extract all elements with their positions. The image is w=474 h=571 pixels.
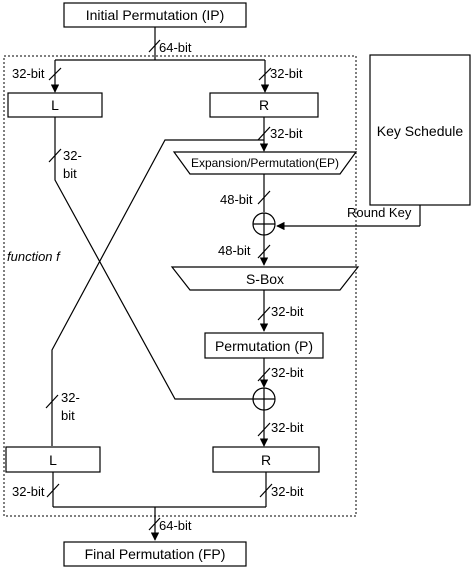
r-to-l-crossing-line bbox=[51, 139, 264, 446]
right-block-top: R bbox=[209, 92, 319, 118]
slash-32-l-cross bbox=[48, 148, 62, 163]
xor-round-key bbox=[252, 212, 276, 236]
left-block-bottom: L bbox=[5, 446, 101, 473]
slash-32-r-ep bbox=[257, 126, 271, 141]
label-64bit-top: 64-bit bbox=[159, 40, 192, 55]
slash-32-top-left bbox=[48, 67, 62, 81]
left-block-top-label: L bbox=[51, 97, 59, 113]
slash-32-bottom-right bbox=[259, 483, 273, 498]
slash-32-xor-r bbox=[257, 422, 271, 437]
key-schedule-box: Key Schedule bbox=[369, 54, 471, 206]
xor-left-half bbox=[252, 387, 276, 411]
round-frame bbox=[3, 55, 357, 517]
label-64bit-bottom: 64-bit bbox=[159, 518, 192, 533]
label-32-lb-b: bit bbox=[61, 408, 75, 423]
label-32bit-xor-r: 32-bit bbox=[271, 420, 304, 435]
slash-32-bottom-left bbox=[46, 483, 60, 498]
label-32bit-bottom-right: 32-bit bbox=[271, 484, 304, 499]
label-32bit-top-right: 32-bit bbox=[270, 66, 303, 81]
right-block-bottom: R bbox=[212, 446, 320, 473]
final-permutation-label: Final Permutation (FP) bbox=[85, 546, 226, 562]
label-32bit-top-left: 32-bit bbox=[12, 66, 45, 81]
label-32bit-bottom-left: 32-bit bbox=[12, 484, 45, 499]
left-block-bottom-label: L bbox=[49, 452, 57, 468]
slash-32-l-bottom bbox=[45, 394, 59, 409]
initial-permutation-box: Initial Permutation (IP) bbox=[63, 2, 247, 28]
slash-32-sbox-p bbox=[257, 306, 271, 321]
sbox-label: S-Box bbox=[246, 271, 284, 287]
permutation-label: Permutation (P) bbox=[215, 338, 313, 354]
label-48bit-b: 48-bit bbox=[218, 243, 251, 258]
label-32-l-cross-b: bit bbox=[63, 166, 77, 181]
permutation-box: Permutation (P) bbox=[204, 332, 324, 359]
slash-48-b bbox=[257, 244, 271, 259]
label-32bit-r-ep: 32-bit bbox=[270, 126, 303, 141]
right-block-top-label: R bbox=[259, 97, 269, 113]
label-32bit-sbox-p: 32-bit bbox=[271, 304, 304, 319]
sbox-box: S-Box bbox=[170, 266, 360, 291]
slash-32-top-right bbox=[258, 67, 272, 81]
right-block-bottom-label: R bbox=[261, 452, 271, 468]
function-f-label: function f bbox=[7, 249, 61, 264]
slash-64-bottom bbox=[148, 517, 161, 531]
slash-64-top bbox=[148, 39, 161, 53]
slash-32-p-xor bbox=[257, 367, 271, 382]
initial-permutation-label: Initial Permutation (IP) bbox=[86, 7, 225, 23]
label-32-l-cross-a: 32- bbox=[63, 148, 82, 163]
key-schedule-label: Key Schedule bbox=[377, 123, 464, 139]
round-key-label: Round Key bbox=[347, 205, 412, 220]
final-permutation-box: Final Permutation (FP) bbox=[63, 541, 247, 567]
expansion-permutation-box: Expansion/Permutation(EP) bbox=[172, 151, 358, 175]
label-32-lb-a: 32- bbox=[61, 390, 80, 405]
slash-48-a bbox=[257, 190, 271, 205]
label-48bit-a: 48-bit bbox=[220, 192, 253, 207]
left-block-top: L bbox=[7, 92, 103, 118]
l-to-xor-crossing-line bbox=[54, 117, 253, 400]
expansion-permutation-label: Expansion/Permutation(EP) bbox=[191, 156, 339, 170]
label-32bit-p-xor: 32-bit bbox=[271, 365, 304, 380]
